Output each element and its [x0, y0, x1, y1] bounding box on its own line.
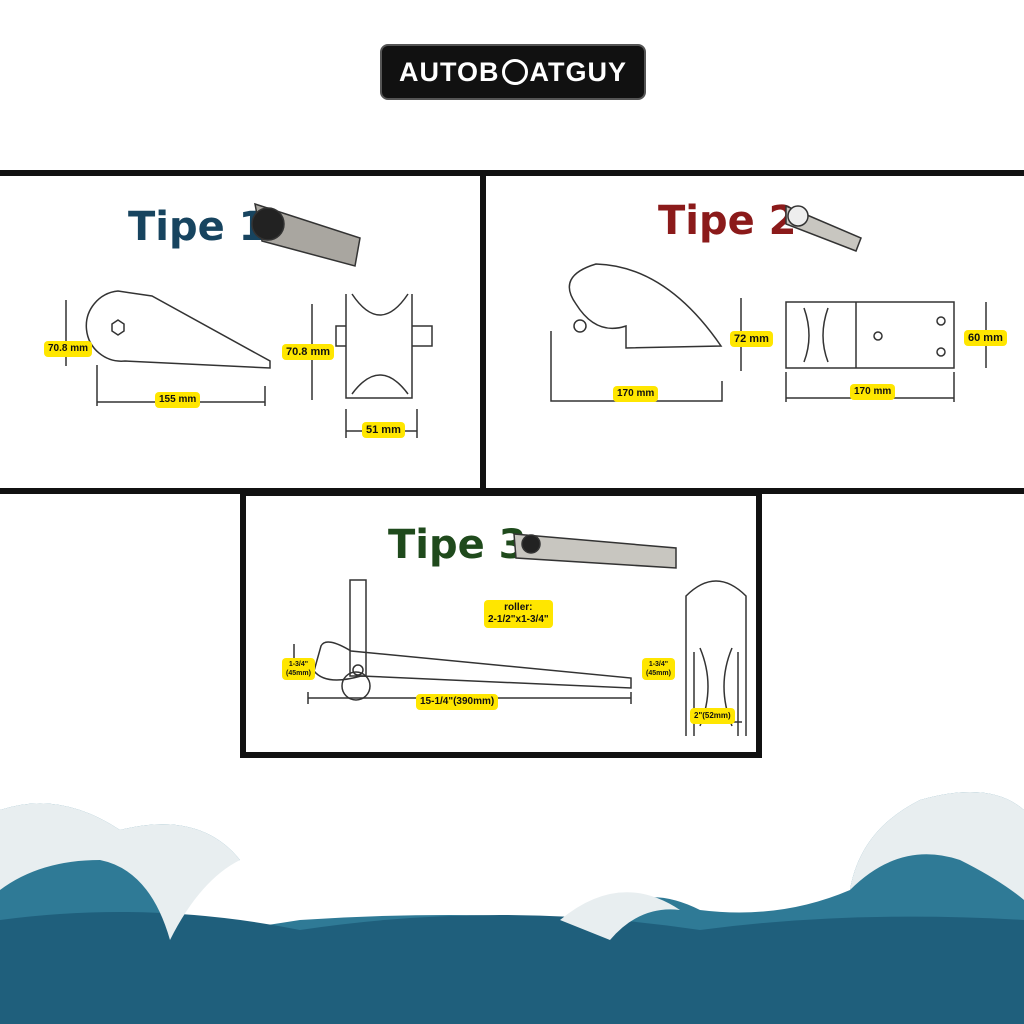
tipe-2-length-side-label: 170 mm	[613, 386, 659, 402]
tipe-3-photo	[513, 533, 677, 569]
tipe-3-height-side-label: 1-3/4" (45mm)	[282, 658, 315, 680]
tipe-2-drawings	[550, 204, 987, 402]
panel-tipe-3: Tipe 3 roller: 2-1/2"x1-3/4" 1-3/4" (45m…	[240, 490, 762, 758]
tipe-2-height-side-label: 72 mm	[730, 331, 773, 347]
ship-wheel-icon	[501, 59, 528, 85]
tipe-2-height-top-label: 60 mm	[964, 330, 1007, 346]
tipe-1-height-front-label: 70.8 mm	[282, 344, 335, 360]
brand-logo: AUTOB ATGUY	[380, 44, 646, 100]
panel-tipe-1: Tipe 1 70.8 mm 155 mm 70.8 mm 51 mm	[0, 170, 486, 494]
tipe-1-width-label: 51 mm	[362, 422, 405, 438]
tipe-1-roller-photo	[251, 207, 285, 241]
logo-text-left: AUTOB	[398, 56, 500, 87]
tipe-3-width-label: 2"(52mm)	[690, 708, 735, 724]
logo-text-right: ATGUY	[529, 56, 627, 87]
tipe-1-title: Tipe 1	[128, 204, 267, 250]
panel-tipe-2: Tipe 2 72 mm 170 mm 60 mm 170 mm	[480, 170, 1024, 494]
ocean-waves-decoration	[0, 792, 1024, 1024]
tipe-1-side-view	[85, 290, 271, 369]
tipe-1-height-side-label: 70.8 mm	[44, 341, 93, 357]
tipe-3-length-label: 15-1/4"(390mm)	[416, 694, 499, 710]
tipe-2-side-view	[568, 263, 723, 349]
tipe-1-drawings	[65, 202, 433, 438]
tipe-3-roller-label: roller: 2-1/2"x1-3/4"	[484, 600, 553, 628]
tipe-2-top-view	[785, 301, 955, 369]
tipe-3-front-view	[685, 580, 747, 736]
tipe-3-title: Tipe 3	[388, 522, 527, 568]
tipe-2-title: Tipe 2	[658, 198, 797, 244]
tipe-3-height-front-label: 1-3/4" (45mm)	[642, 658, 675, 680]
tipe-2-length-top-label: 170 mm	[850, 384, 896, 400]
tipe-1-length-label: 155 mm	[155, 392, 201, 408]
tipe-3-side-view	[313, 641, 632, 689]
